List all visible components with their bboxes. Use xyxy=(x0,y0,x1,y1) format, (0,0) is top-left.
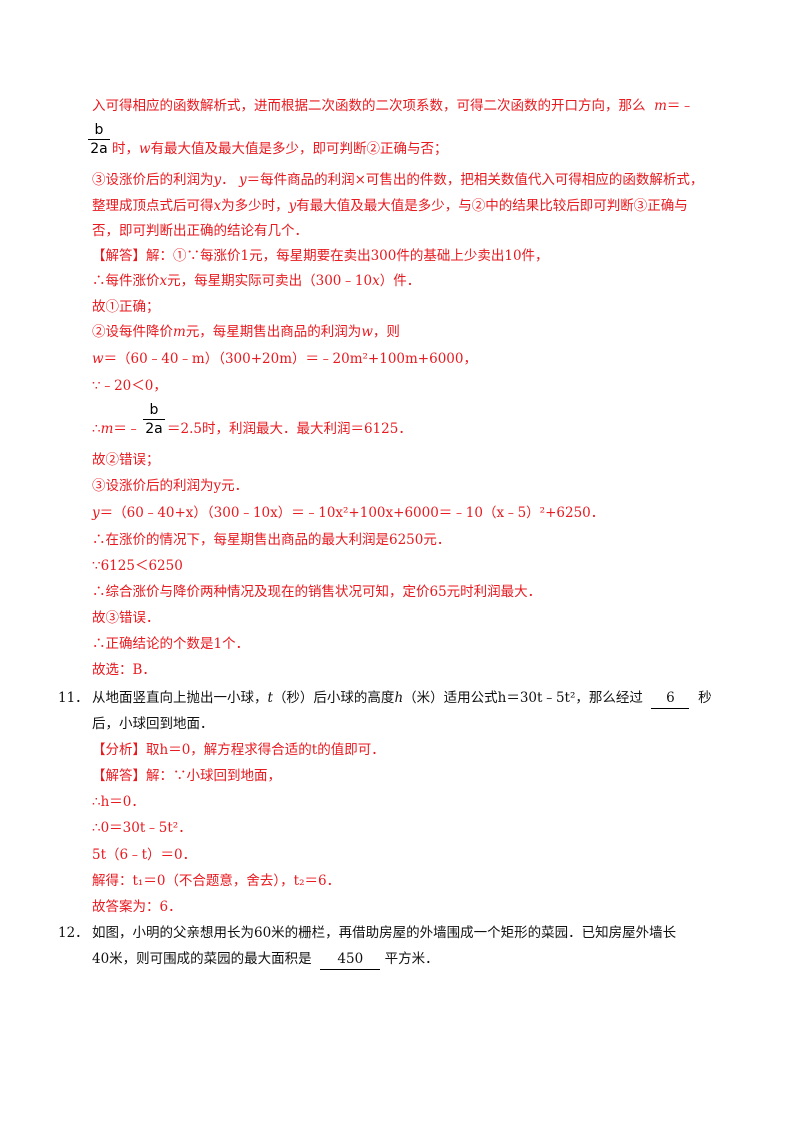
solution-line: 【解答】解：①∵每涨价1元，每星期要在卖出300件的基础上少卖出10件， xyxy=(92,248,549,264)
solution-line: ∵6125＜6250 xyxy=(92,558,183,574)
question-number: 12． xyxy=(58,925,89,941)
solution-line: ③设涨价后的利润为y元． xyxy=(92,478,249,494)
solution-line: 入可得相应的函数解析式，进而根据二次函数的二次项系数，可得二次函数的开口方向，那… xyxy=(92,98,694,114)
solution-line: 故选：B． xyxy=(92,662,156,678)
fraction-b-over-2a: b 2a xyxy=(88,122,110,157)
solution-line: w＝（60﹣40﹣m）（300+20m）＝﹣20m²+100m+6000， xyxy=(92,351,477,367)
solution-line: 【解答】解：∵小球回到地面， xyxy=(92,768,281,784)
question-text: 40米，则可围成的菜园的最大面积是 450 平方米． xyxy=(92,949,439,970)
solution-line: ∴综合涨价与降价两种情况及现在的销售状况可知，定价65元时利润最大． xyxy=(92,584,542,600)
solution-line: 故③错误． xyxy=(92,610,160,626)
question-text: 后，小球回到地面． xyxy=(92,716,214,732)
solution-line: ②设每件降价m元，每星期售出商品的利润为w，则 xyxy=(92,324,400,340)
question-number: 11． xyxy=(58,690,89,706)
solution-line: 故②错误； xyxy=(92,452,160,468)
answer-blank: 450 xyxy=(320,949,381,970)
solution-line: ∴m＝﹣ xyxy=(92,421,141,437)
solution-line: y＝（60﹣40+x）（300﹣10x）＝﹣10x²+100x+6000＝﹣10… xyxy=(92,505,605,521)
solution-line: 时，w有最大值及最大值是多少，即可判断②正确与否； xyxy=(112,141,448,157)
solution-line: ∴正确结论的个数是1个． xyxy=(92,636,250,652)
solution-line: ③设涨价后的利润为y． y＝每件商品的利润×可售出的件数，把相关数值代入可得相应… xyxy=(92,172,704,188)
solution-line: ∴h＝0． xyxy=(92,794,145,810)
solution-line: 5t（6﹣t）＝0． xyxy=(92,847,197,863)
solution-line: ∴每件涨价x元，每星期实际可卖出（300﹣10x）件． xyxy=(92,273,421,289)
solution-line: 故①正确； xyxy=(92,299,160,315)
solution-line: ∵﹣20＜0， xyxy=(92,378,167,394)
question-text: 从地面竖直向上抛出一小球，t（秒）后小球的高度h（米）适用公式h＝30t﹣5t²… xyxy=(92,688,712,709)
question-text: 如图，小明的父亲想用长为60米的栅栏，再借助房屋的外墙围成一个矩形的菜园．已知房… xyxy=(92,925,677,941)
solution-line: 故答案为：6． xyxy=(92,899,182,915)
answer-blank: 6 xyxy=(651,688,690,709)
solution-line: 否，即可判断出正确的结论有几个． xyxy=(92,223,308,239)
solution-line: ∴0＝30t﹣5t²． xyxy=(92,820,192,836)
solution-line: ∴在涨价的情况下，每星期售出商品的最大利润是6250元． xyxy=(92,532,451,548)
solution-line: 整理成顶点式后可得x为多少时，y有最大值及最大值是多少，与②中的结果比较后即可判… xyxy=(92,198,688,214)
fraction-b-over-2a: b 2a xyxy=(143,402,165,437)
solution-line: 解得：t₁＝0（不合题意，舍去），t₂＝6． xyxy=(92,873,341,889)
solution-line: ＝2.5时，利润最大．最大利润＝6125． xyxy=(167,421,412,437)
solution-line: 【分析】取h＝0，解方程求得合适的t的值即可． xyxy=(92,742,385,758)
